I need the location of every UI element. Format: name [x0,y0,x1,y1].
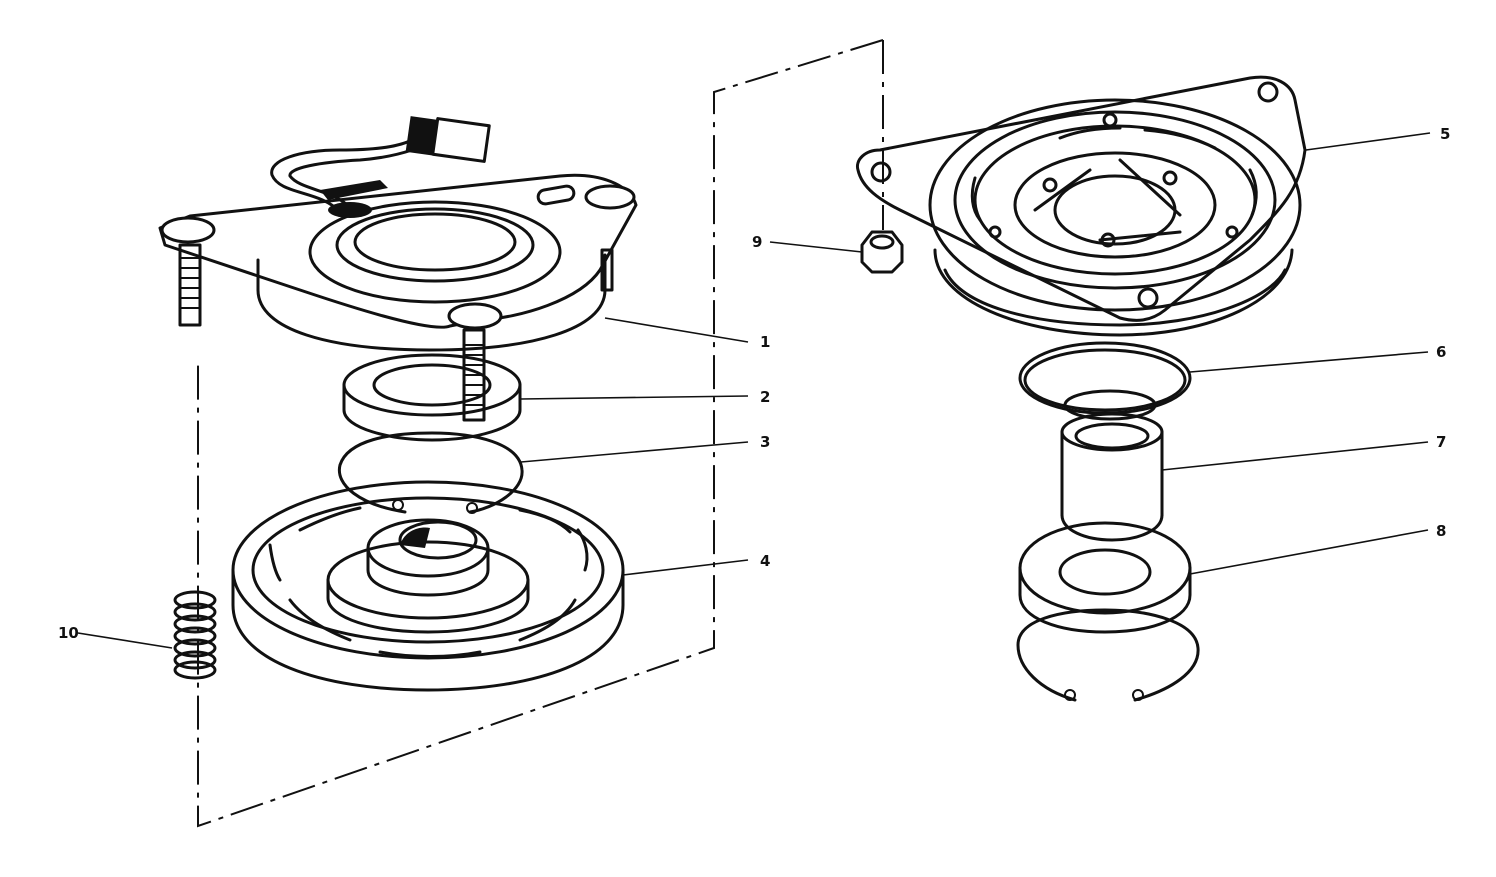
part-1-mounting-plate [158,116,638,422]
callout-4: 4 [760,552,770,570]
right-assembly [855,75,1307,702]
callout-labels: 1 2 3 4 5 6 7 8 9 10 [58,125,1450,642]
lower-snap-ring [1016,608,1200,702]
callout-10: 10 [58,624,79,642]
part-2-bearing [342,353,522,442]
left-assembly [158,116,638,692]
callout-2: 2 [760,388,770,406]
callout-9: 9 [752,233,762,251]
part-7-sleeve [1060,389,1164,542]
part-8-bearing [1018,521,1192,634]
part-6-ring [1018,341,1192,415]
callout-3: 3 [760,433,770,451]
part-4-clutch-plate [231,480,625,692]
part-5-pulley-housing [855,75,1307,337]
callout-6: 6 [1436,343,1446,361]
callout-5: 5 [1440,125,1450,143]
part-10-spring [173,590,217,680]
callout-1: 1 [760,333,770,351]
callout-8: 8 [1436,522,1446,540]
assembly-centerlines [197,39,884,828]
part-9-nut [860,230,904,274]
leader-lines [77,132,1431,649]
callout-7: 7 [1436,433,1446,451]
